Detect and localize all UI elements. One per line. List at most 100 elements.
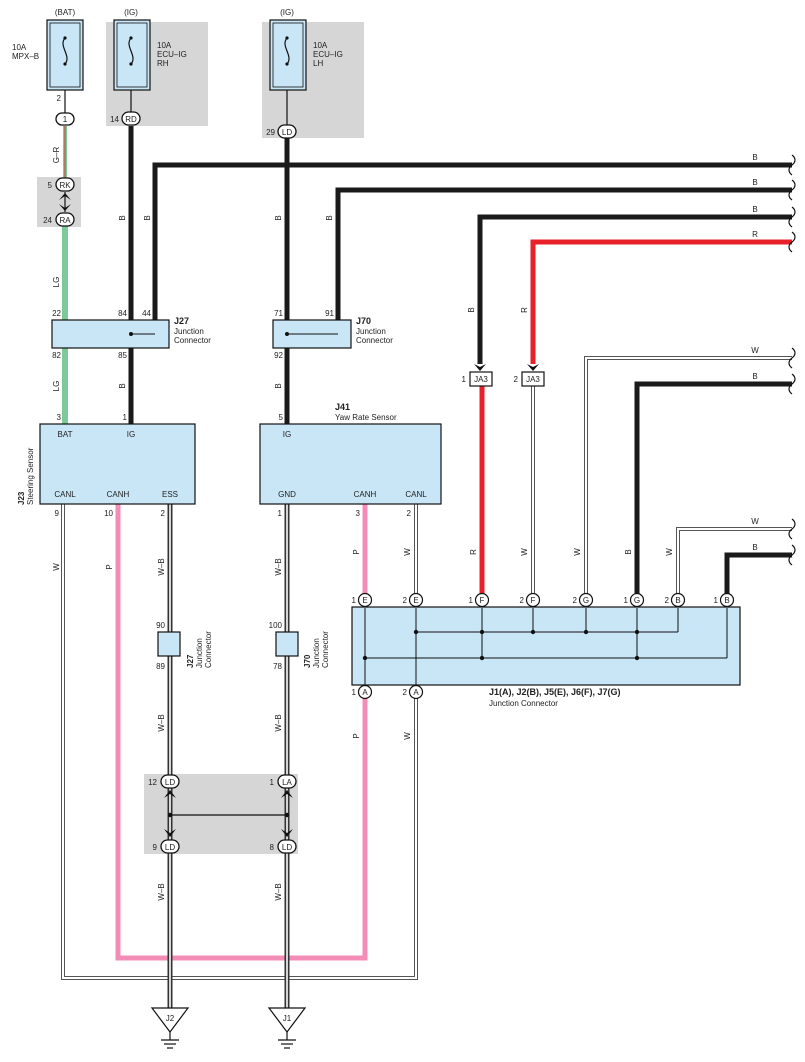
yaw-rate-sensor-id: J41: [335, 402, 350, 412]
wire-b-b1: [724, 552, 792, 594]
fuse-name1-ecu-lh: ECU–IG: [313, 50, 343, 59]
pin-circle-g2: [578, 592, 594, 608]
wire-label-wb-ess: W–B: [157, 558, 166, 575]
wire-label-h-b3: B: [752, 205, 757, 214]
fuse-source-ig-lh: (IG): [280, 8, 294, 17]
wire-label-w-a2: W: [403, 732, 412, 740]
wire-b-44: [152, 162, 792, 320]
junction-j27-top-label1: Junction: [174, 327, 204, 336]
wire-label-b-85: B: [118, 383, 127, 388]
pin-10: 10: [104, 509, 113, 518]
yaw-pin-ig: IG: [283, 430, 291, 439]
j1-pin-num-7: 1: [714, 596, 719, 605]
junction-j70-top-label1: Junction: [356, 327, 386, 336]
wire-p-canh: [115, 504, 368, 961]
connector-pill-ra: [55, 212, 75, 227]
connector-ja3-2: [521, 371, 545, 387]
pin-5: 5: [48, 181, 53, 190]
steering-sensor-name: Steering Sensor: [26, 447, 35, 505]
steering-pin-bat: BAT: [58, 430, 73, 439]
wire-label-wb-ld8: W–B: [274, 883, 283, 900]
wire-label-w-yaw: W: [403, 548, 412, 556]
pin-circle-f1: [474, 592, 490, 608]
wire-label-b-ja3: B: [467, 307, 476, 312]
wire-label-h-b1: B: [752, 153, 757, 162]
wire-label-r-f1: R: [469, 549, 478, 555]
pin-circle-a1: [357, 684, 373, 700]
yaw-rate-sensor-name: Yaw Rate Sensor: [335, 413, 397, 422]
j1-pin-code-6: B: [675, 596, 680, 605]
wire-label-h-w1: W: [751, 346, 759, 355]
pin-3-canh: 3: [356, 509, 361, 518]
yaw-pin-gnd: GND: [278, 490, 296, 499]
pin-ja3-1: 1: [462, 375, 467, 384]
wire-label-h-w2: W: [751, 517, 759, 526]
wire-label-w-g2: W: [573, 548, 582, 556]
fuse-amp-mpxb: 10A: [12, 43, 27, 52]
pin-91: 91: [325, 309, 334, 318]
connector-pill-rd: [121, 111, 141, 126]
pin-9: 9: [55, 509, 60, 518]
pin-circle-e1: [357, 592, 373, 608]
yaw-rate-sensor-box: [259, 423, 442, 505]
steering-pin-canl: CANL: [54, 490, 76, 499]
connector-code-ra: RA: [59, 216, 71, 225]
junction-j70-mid-id: J70: [303, 654, 312, 668]
connector-ja3-1: [469, 371, 493, 387]
pin-8-ld: 8: [270, 843, 275, 852]
connector-code-ja3-1: JA3: [474, 375, 488, 384]
wire-label-b-91: B: [325, 215, 334, 220]
pin-2-canl: 2: [407, 509, 412, 518]
pin-9-ld: 9: [153, 843, 158, 852]
j1-pin-num-1: 2: [403, 596, 408, 605]
fuse-source-bat: (BAT): [55, 8, 76, 17]
junction-j70-mid-label2: Connector: [321, 631, 330, 668]
j1-pin-num-a1: 1: [352, 688, 357, 697]
junction-j70-top: [272, 319, 352, 349]
junction-j27-top: [51, 319, 170, 349]
connector-pill-ld9: [160, 839, 180, 854]
wire-b-91: [335, 187, 792, 320]
j1-pin-code-3: F: [531, 596, 536, 605]
fuse-amp-ecu-lh: 10A: [313, 41, 328, 50]
pin-24: 24: [43, 216, 52, 225]
wire-label-b-44: B: [143, 215, 152, 220]
wire-break-marks: [788, 154, 796, 566]
steering-pin-ess: ESS: [162, 490, 178, 499]
pin-2-ess: 2: [161, 509, 166, 518]
pin-1-gnd: 1: [278, 509, 283, 518]
pin-3-bat: 3: [57, 413, 62, 422]
connector-code-rk: RK: [59, 181, 71, 190]
pin-14: 14: [110, 115, 119, 124]
yaw-pin-canh: CANH: [354, 490, 377, 499]
pin-82: 82: [52, 351, 61, 360]
connector-code-ld9: LD: [165, 843, 175, 852]
wire-label-lg-upper: LG: [52, 277, 61, 288]
wire-label-b-g1: B: [624, 549, 633, 554]
wire-label-gr: G–R: [52, 147, 61, 164]
j1-pin-code-2: F: [480, 596, 485, 605]
wire-label-b-92: B: [274, 383, 283, 388]
junction-j27-mid-id: J27: [186, 654, 195, 668]
wire-label-p-a1: P: [352, 733, 361, 738]
steering-pin-canh: CANH: [107, 490, 130, 499]
j1-pin-code-0: E: [362, 596, 367, 605]
wire-label-w-f2: W: [520, 548, 529, 556]
ground-j1: [267, 1007, 307, 1049]
wire-label-h-r: R: [752, 230, 758, 239]
junction-j27-mid-label1: Junction: [195, 638, 204, 668]
pin-circle-b2: [670, 592, 686, 608]
wire-r-ja3: [530, 239, 792, 364]
wire-label-wb-78: W–B: [274, 714, 283, 731]
j1-pin-num-a2: 2: [403, 688, 408, 697]
steering-sensor-box: [39, 423, 196, 505]
pin-89: 89: [156, 662, 165, 671]
j1-pin-num-3: 2: [520, 596, 525, 605]
junction-j27-mid: [157, 631, 181, 657]
wire-w-b2: [676, 527, 792, 594]
j1-pin-code-1: E: [413, 596, 418, 605]
ground-label-j1: J1: [283, 1014, 292, 1023]
pin-circle-g1: [629, 592, 645, 608]
connector-pill-ld12: [160, 774, 180, 789]
